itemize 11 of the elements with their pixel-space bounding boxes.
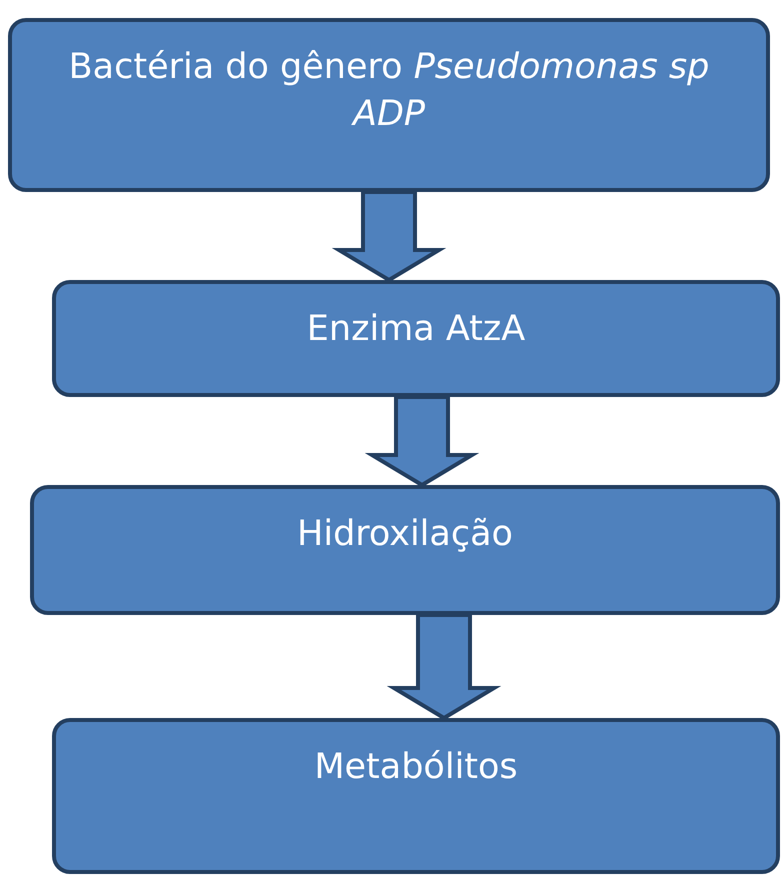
box-label: Bactéria do gênero Pseudomonas sp ADP	[68, 46, 710, 136]
process-box	[52, 718, 780, 874]
process-box	[52, 280, 780, 397]
box-label: Enzima AtzA	[306, 308, 526, 351]
box-label: Hidroxilação	[297, 513, 513, 556]
block-arrow	[332, 190, 446, 282]
block-arrow	[386, 613, 502, 720]
block-arrow	[364, 395, 480, 488]
process-box	[8, 18, 770, 192]
box-label: Metabólitos	[314, 746, 518, 789]
process-box	[30, 485, 780, 615]
